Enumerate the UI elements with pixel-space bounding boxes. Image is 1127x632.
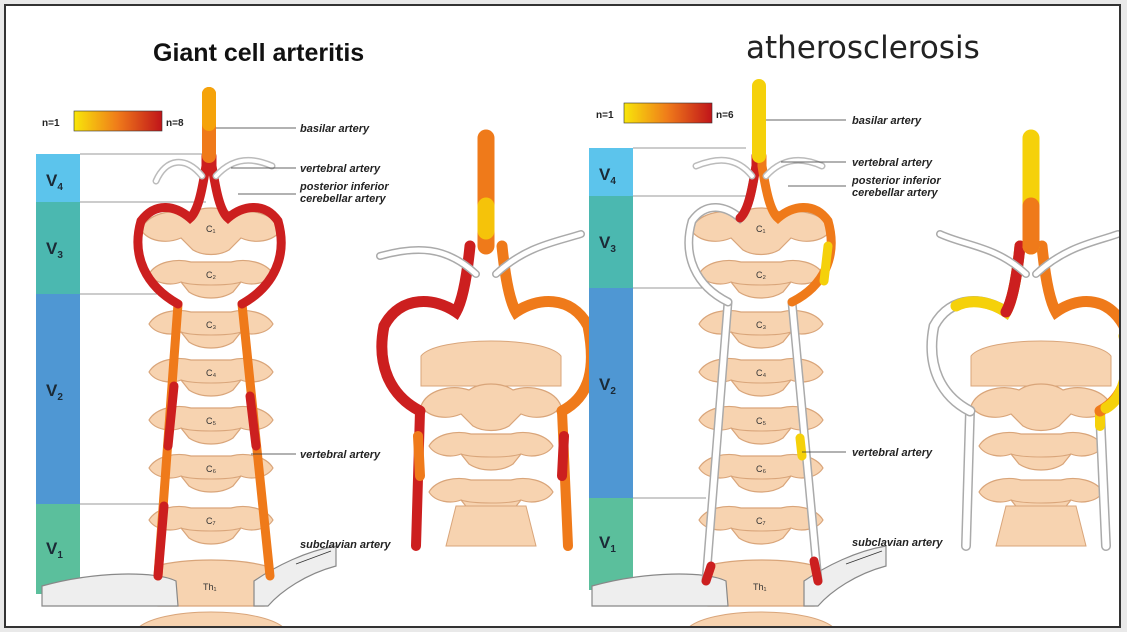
ath-inset (932, 138, 1121, 546)
ath-label-vertebral-top: vertebral artery (852, 157, 933, 169)
gca-scale-min: n=1 (42, 118, 60, 129)
svg-text:Th₁: Th₁ (753, 582, 767, 592)
gca-scale-bar (74, 111, 162, 131)
gca-label-pica-1: posterior inferior (299, 181, 389, 193)
gca-label-vertebral-mid: vertebral artery (300, 449, 381, 461)
svg-text:C₂: C₂ (206, 270, 216, 280)
svg-text:C₃: C₃ (756, 320, 766, 330)
ath-label-pica-1: posterior inferior (851, 175, 941, 187)
gca-segment-v4 (36, 154, 80, 202)
svg-text:C₂: C₂ (756, 270, 766, 280)
svg-text:C₄: C₄ (756, 368, 766, 378)
ath-label-basilar: basilar artery (852, 115, 922, 127)
ath-label-subclavian: subclavian artery (852, 537, 943, 549)
gca-scale-max: n=8 (166, 118, 184, 129)
svg-text:C₅: C₅ (206, 416, 216, 426)
svg-text:C₇: C₇ (206, 516, 216, 526)
ath-title: atherosclerosis (746, 30, 980, 66)
ath-scale-min: n=1 (596, 110, 614, 121)
gca-label-pica-2: cerebellar artery (300, 193, 386, 205)
gca-label-vertebral-top: vertebral artery (300, 163, 381, 175)
svg-text:Th₁: Th₁ (203, 582, 217, 592)
svg-text:C₆: C₆ (206, 464, 216, 474)
ath-label-pica-2: cerebellar artery (852, 187, 938, 199)
gca-segment-v3 (36, 202, 80, 294)
svg-text:C₅: C₅ (756, 416, 766, 426)
ath-segment-v4 (589, 148, 633, 196)
svg-text:C₃: C₃ (206, 320, 216, 330)
svg-text:C₁: C₁ (756, 224, 766, 234)
svg-text:C₄: C₄ (206, 368, 216, 378)
gca-inset (380, 138, 591, 546)
gca-label-subclavian: subclavian artery (300, 539, 391, 551)
ath-scale-bar (624, 103, 712, 123)
gca-label-basilar: basilar artery (300, 123, 370, 135)
ath-label-vertebral-mid: vertebral artery (852, 447, 933, 459)
svg-text:C₆: C₆ (756, 464, 766, 474)
ath-segment-v3 (589, 196, 633, 288)
gca-title: Giant cell arteritis (153, 39, 364, 68)
ath-scale-max: n=6 (716, 110, 734, 121)
svg-text:C₇: C₇ (756, 516, 766, 526)
svg-text:C₁: C₁ (206, 224, 216, 234)
